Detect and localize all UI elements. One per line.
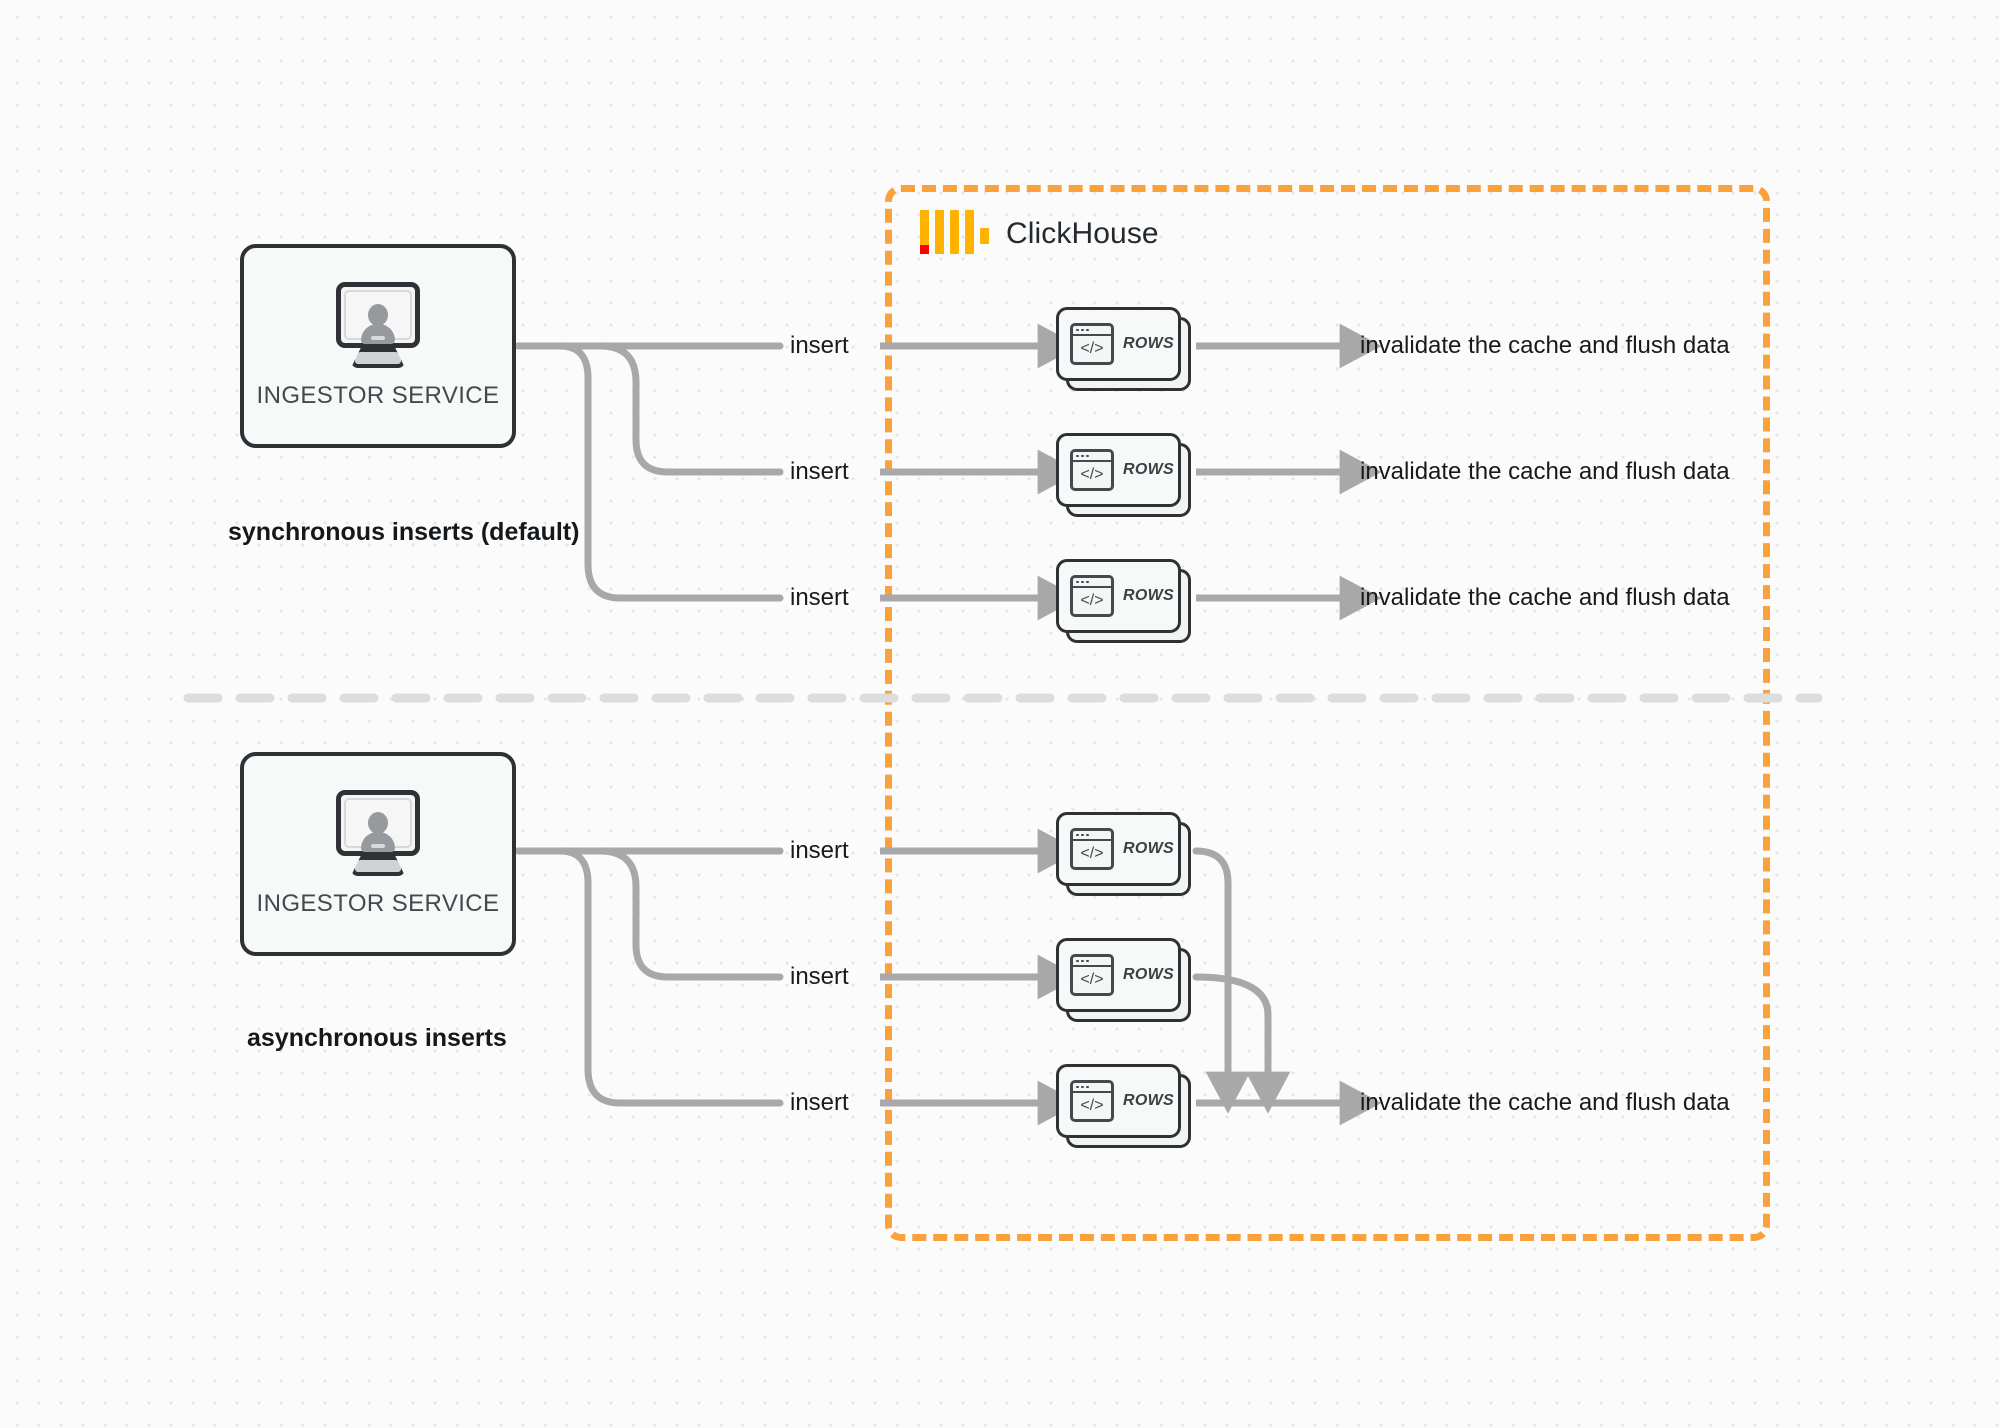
flush-label-sync-3: invalidate the cache and flush data [1360,584,1730,611]
flush-label-async: invalidate the cache and flush data [1360,1089,1730,1116]
insert-label-async-2: insert [790,963,849,990]
rows-label: ROWS [1123,966,1174,983]
rows-node-async-1[interactable]: </> ROWS [1056,812,1191,896]
monitor-user-icon [330,282,426,368]
rows-node-async-3[interactable]: </> ROWS [1056,1064,1191,1148]
clickhouse-boundary [885,185,1770,1241]
sync-wire-row2 [596,342,784,476]
caption-synchronous: synchronous inserts (default) [228,518,580,546]
flush-label-sync-2: invalidate the cache and flush data [1360,458,1730,485]
code-window-icon: </> [1070,575,1114,617]
ingestor-service-label: INGESTOR SERVICE [256,382,500,409]
insert-label-sync-3: insert [790,584,849,611]
clickhouse-logo-icon [920,210,989,258]
rows-node-async-2[interactable]: </> ROWS [1056,938,1191,1022]
rows-label: ROWS [1123,335,1174,352]
ingestor-service-async[interactable]: INGESTOR SERVICE [240,752,516,956]
ingestor-service-sync[interactable]: INGESTOR SERVICE [240,244,516,448]
monitor-user-icon [330,790,426,876]
rows-node-sync-1[interactable]: </> ROWS [1056,307,1191,391]
flush-label-sync-1: invalidate the cache and flush data [1360,332,1730,359]
insert-label-async-1: insert [790,837,849,864]
sync-wire-row3 [556,342,784,602]
rows-node-sync-2[interactable]: </> ROWS [1056,433,1191,517]
code-window-icon: </> [1070,323,1114,365]
insert-label-async-3: insert [790,1089,849,1116]
insert-label-sync-1: insert [790,332,849,359]
clickhouse-brand: ClickHouse [920,210,1159,258]
async-wire-row2 [596,847,784,981]
code-window-icon: </> [1070,954,1114,996]
insert-label-sync-2: insert [790,458,849,485]
code-window-icon: </> [1070,449,1114,491]
async-wire-row3 [556,847,784,1107]
caption-asynchronous: asynchronous inserts [247,1024,507,1052]
code-window-icon: </> [1070,828,1114,870]
code-window-icon: </> [1070,1080,1114,1122]
rows-label: ROWS [1123,840,1174,857]
rows-label: ROWS [1123,1092,1174,1109]
rows-label: ROWS [1123,461,1174,478]
rows-node-sync-3[interactable]: </> ROWS [1056,559,1191,643]
rows-label: ROWS [1123,587,1174,604]
ingestor-service-label: INGESTOR SERVICE [256,890,500,917]
clickhouse-label: ClickHouse [1006,217,1159,250]
